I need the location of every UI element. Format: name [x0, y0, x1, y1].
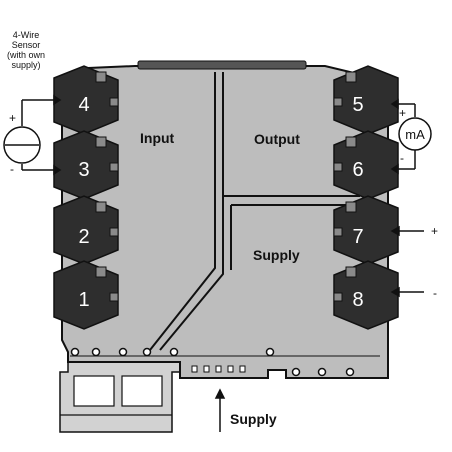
right-terminals: 5 6 7 8: [333, 65, 399, 330]
sensor-minus-sign: -: [10, 162, 14, 176]
left-terminals: 4 3 2 1: [53, 65, 119, 330]
terminal-8: 8: [333, 260, 399, 330]
terminal-6-label: 6: [352, 159, 363, 181]
terminal-8-label: 8: [352, 289, 363, 311]
terminal-1-label: 1: [78, 289, 89, 311]
section-supply-label: Supply: [253, 247, 300, 263]
vent-slots: [191, 365, 246, 373]
terminal-7: 7: [333, 195, 399, 265]
terminal-6: 6: [333, 130, 399, 200]
milliamp-meter-symbol: [390, 98, 432, 175]
bottom-supply-arrow: [214, 388, 226, 432]
terminal-7-label: 7: [352, 226, 363, 248]
bottom-supply-label: Supply: [230, 411, 277, 427]
terminal-2-label: 2: [78, 226, 89, 248]
sensor-note-line-2: Sensor: [11, 40, 41, 50]
terminal-1: 1: [53, 260, 119, 330]
terminal-3: 3: [53, 130, 119, 200]
internal-dividers: [149, 72, 360, 351]
screw-holes: [70, 347, 355, 377]
supply-arrows: [390, 225, 424, 298]
din-rail-clip: [59, 361, 181, 433]
meter-minus-sign: -: [400, 151, 404, 165]
supply-minus-sign: -: [433, 286, 437, 300]
terminal-2: 2: [53, 195, 119, 265]
terminal-4-label: 4: [78, 94, 89, 116]
sensor-note-line-3: (with own: [6, 50, 45, 60]
section-output-label: Output: [254, 131, 300, 147]
terminal-5: 5: [333, 65, 399, 135]
terminal-5-label: 5: [352, 94, 363, 116]
sensor-plus-sign: +: [9, 111, 16, 125]
supply-plus-sign: +: [431, 224, 438, 238]
sensor-source-symbol: [3, 94, 62, 176]
meter-plus-sign: +: [399, 106, 406, 120]
sensor-note-line-1: 4-Wire: [12, 30, 40, 40]
meter-label: mA: [405, 127, 425, 142]
section-input-label: Input: [140, 130, 175, 146]
terminal-4: 4: [53, 65, 119, 135]
sensor-note: 4-Wire Sensor (with own supply): [2, 30, 50, 70]
terminal-3-label: 3: [78, 159, 89, 181]
sensor-note-line-4: supply): [11, 60, 41, 70]
